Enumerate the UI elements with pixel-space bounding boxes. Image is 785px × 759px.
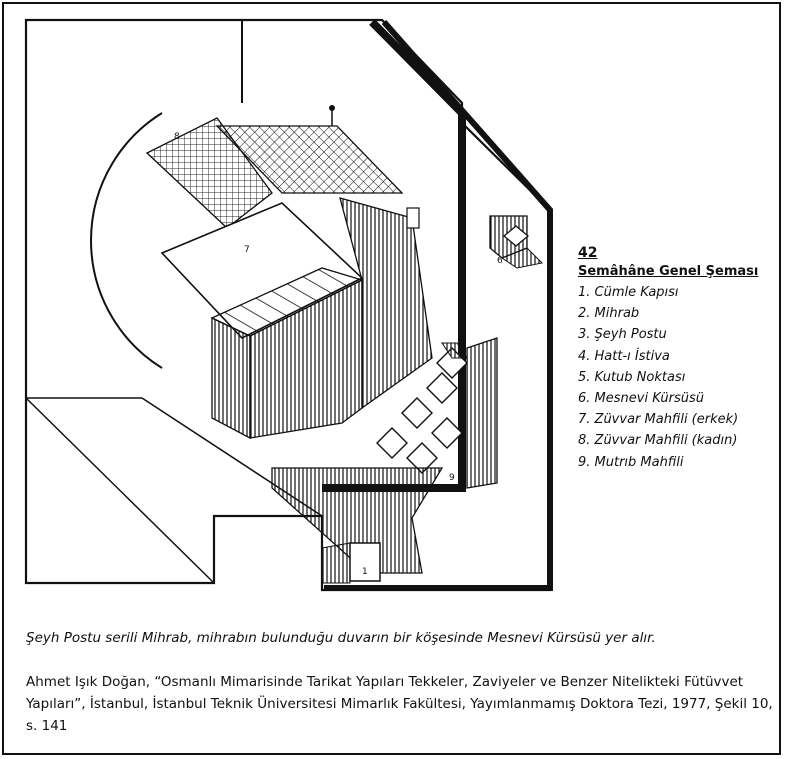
plan-label-8: 8 bbox=[174, 132, 180, 142]
right-column bbox=[339, 197, 433, 410]
mesnevi-kursusu bbox=[489, 215, 544, 269]
mutrib-mahfil bbox=[271, 467, 444, 574]
plan-label-1: 1 bbox=[362, 567, 368, 577]
figure-number: 42 bbox=[578, 245, 598, 261]
central-volume bbox=[211, 316, 251, 440]
right-mahfil bbox=[466, 337, 498, 489]
legend-item: 3. Şeyh Postu bbox=[578, 327, 667, 343]
outer-wall bbox=[24, 18, 552, 592]
legend-item: 9. Mutrıb Mahfili bbox=[578, 454, 684, 470]
arch bbox=[90, 112, 163, 369]
source-reference: Ahmet Işık Doğan, “Osmanlı Mimarisinde T… bbox=[26, 674, 773, 734]
legend-item: 2. Mihrab bbox=[578, 306, 640, 322]
floor-tiles bbox=[376, 347, 468, 474]
plan-label-6: 6 bbox=[497, 256, 503, 266]
legend-item: 6. Mesnevi Kürsüsü bbox=[578, 391, 704, 407]
legend-item: 1. Cümle Kapısı bbox=[578, 285, 679, 300]
upper-mahfil-diag bbox=[215, 125, 404, 194]
semahane-plan-drawing: 1 6 7 8 9 bbox=[24, 18, 553, 592]
outer-thick-wall bbox=[324, 20, 553, 591]
upper-mahfil-grid bbox=[145, 117, 273, 229]
figure-legend: 42 Semâhâne Genel Şeması 1. Cümle Kapısı… bbox=[578, 245, 778, 473]
plan-label-7: 7 bbox=[244, 245, 250, 255]
central-volume-front bbox=[249, 278, 363, 439]
plan-label-9: 9 bbox=[449, 473, 455, 483]
legend-item: 7. Züvvar Mahfili (erkek) bbox=[578, 412, 739, 428]
legend-item: 4. Hatt-ı İstiva bbox=[578, 348, 670, 364]
legend-item: 5. Kutub Noktası bbox=[578, 369, 686, 385]
legend-item: 8. Züvvar Mahfili (kadın) bbox=[578, 433, 738, 449]
figure-title: Semâhâne Genel Şeması bbox=[578, 264, 759, 279]
figure-caption: Şeyh Postu serili Mihrab, mihrabın bulun… bbox=[26, 630, 656, 646]
